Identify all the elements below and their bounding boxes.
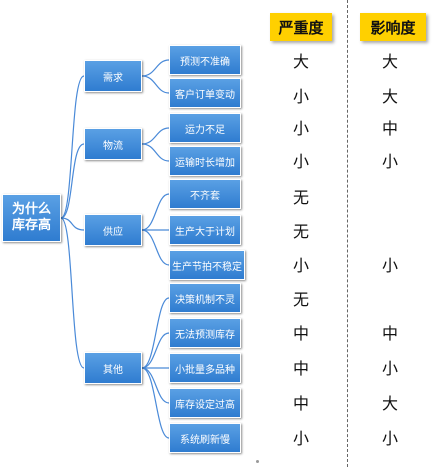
connector-cat1-leaf1 (141, 59, 170, 77)
severity-value: 中 (292, 324, 309, 343)
connector-root-cat-1 (60, 75, 85, 219)
connector-root-cat-4 (60, 217, 85, 369)
cause-node: 客户订单变动 (169, 78, 241, 108)
impact-value: 中 (381, 324, 398, 343)
root-line-1: 为什么 (11, 202, 51, 217)
connector-cat4-leaf4 (141, 367, 170, 404)
connector-cat4-leaf1 (141, 297, 170, 369)
column-divider (347, 0, 348, 467)
severity-value: 大 (292, 52, 309, 71)
root-line-2: 库存高 (11, 218, 51, 233)
cause-node: 决策机制不灵 (169, 283, 241, 313)
connector-cat3-leaf3 (141, 229, 170, 266)
impact-value: 中 (381, 119, 398, 138)
severity-value: 小 (292, 152, 309, 171)
cause-node: 生产大于计划 (169, 215, 241, 245)
severity-value: 中 (292, 394, 309, 413)
severity-header: 严重度 (270, 13, 332, 41)
cause-node: 小批量多品种 (169, 353, 241, 383)
cause-node: 运输时长增加 (169, 146, 241, 176)
severity-value: 无 (292, 290, 309, 309)
impact-header: 影响度 (360, 13, 426, 41)
severity-value: 小 (292, 87, 309, 106)
cause-node: 不齐套 (169, 179, 241, 209)
connector-cat4-leaf2 (141, 332, 170, 369)
severity-value: 小 (292, 119, 309, 138)
category-node-demand: 需求 (84, 60, 142, 92)
connector-root-cat-3 (60, 217, 85, 231)
connector-cat2-leaf1 (141, 127, 170, 145)
cause-node: 生产节拍不稳定 (169, 250, 245, 280)
cause-node: 运力不足 (169, 113, 241, 143)
impact-value: 小 (381, 152, 398, 171)
connector-cat2-leaf2 (141, 143, 170, 162)
cause-node: 无法预测库存 (169, 318, 241, 348)
connector-root-cat-2 (60, 143, 85, 219)
impact-value: 大 (381, 394, 398, 413)
category-node-logistics: 物流 (84, 128, 142, 160)
category-node-supply: 供应 (84, 214, 142, 246)
impact-value: 大 (381, 87, 398, 106)
cause-node: 系统刷新慢 (169, 423, 241, 453)
stray-dot (256, 460, 259, 463)
root-node: 为什么 库存高 (2, 194, 61, 242)
category-node-other: 其他 (84, 352, 142, 384)
cause-node: 库存设定过高 (169, 388, 241, 418)
connector-cat3-leaf1 (141, 193, 170, 231)
connector-cat4-leaf5 (141, 367, 170, 439)
severity-value: 小 (292, 429, 309, 448)
impact-value: 小 (381, 256, 398, 275)
cause-node: 预测不准确 (169, 45, 241, 75)
connector-cat1-leaf2 (141, 75, 170, 94)
severity-value: 无 (292, 222, 309, 241)
severity-value: 无 (292, 188, 309, 207)
severity-value: 中 (292, 359, 309, 378)
severity-value: 小 (292, 256, 309, 275)
impact-value: 小 (381, 359, 398, 378)
impact-value: 小 (381, 429, 398, 448)
impact-value: 大 (381, 52, 398, 71)
